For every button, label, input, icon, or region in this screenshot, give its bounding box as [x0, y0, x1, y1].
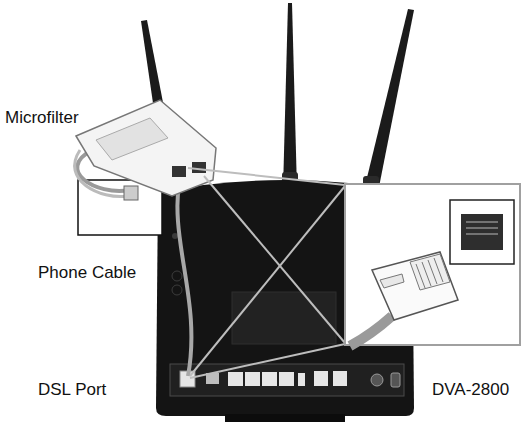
antenna	[283, 3, 297, 190]
phone-port	[333, 371, 347, 386]
lan-port	[228, 372, 243, 386]
jack-opening	[461, 214, 503, 250]
filter-port	[192, 162, 206, 173]
lan-port	[262, 372, 277, 386]
part-label: Phone Cable	[38, 263, 136, 283]
zoom-line	[190, 186, 345, 376]
power-button	[391, 373, 400, 387]
jack-housing	[450, 200, 514, 264]
router-stand	[225, 414, 345, 422]
zoom-inset	[345, 184, 520, 345]
plug-clip	[380, 274, 404, 288]
lan-port	[245, 372, 260, 386]
part-label: DVA-2800	[432, 380, 509, 400]
zoom-line	[188, 168, 345, 185]
button	[172, 271, 182, 281]
usb-port	[298, 373, 305, 386]
jack-contacts	[466, 222, 498, 234]
port-panel	[170, 364, 404, 396]
indicator	[172, 233, 178, 239]
lan-port	[279, 372, 294, 386]
plug-cable	[350, 316, 392, 346]
plug-contacts	[410, 254, 450, 290]
cable-plug	[124, 186, 138, 200]
part-label: DSL Port	[38, 380, 106, 400]
phone-cable	[177, 176, 191, 376]
filter-port	[172, 166, 186, 177]
microfilter	[76, 100, 216, 196]
zoom-line	[190, 344, 345, 378]
zoom-line	[204, 176, 345, 343]
router-panel	[232, 292, 336, 344]
part-label: Microfilter	[5, 108, 79, 128]
microfilter-label	[96, 118, 168, 160]
button	[172, 285, 182, 295]
antenna	[364, 9, 414, 192]
power-jack	[371, 374, 383, 386]
phone-port	[314, 371, 328, 386]
plug-grooves	[416, 258, 443, 288]
rj11-plug	[372, 252, 458, 320]
